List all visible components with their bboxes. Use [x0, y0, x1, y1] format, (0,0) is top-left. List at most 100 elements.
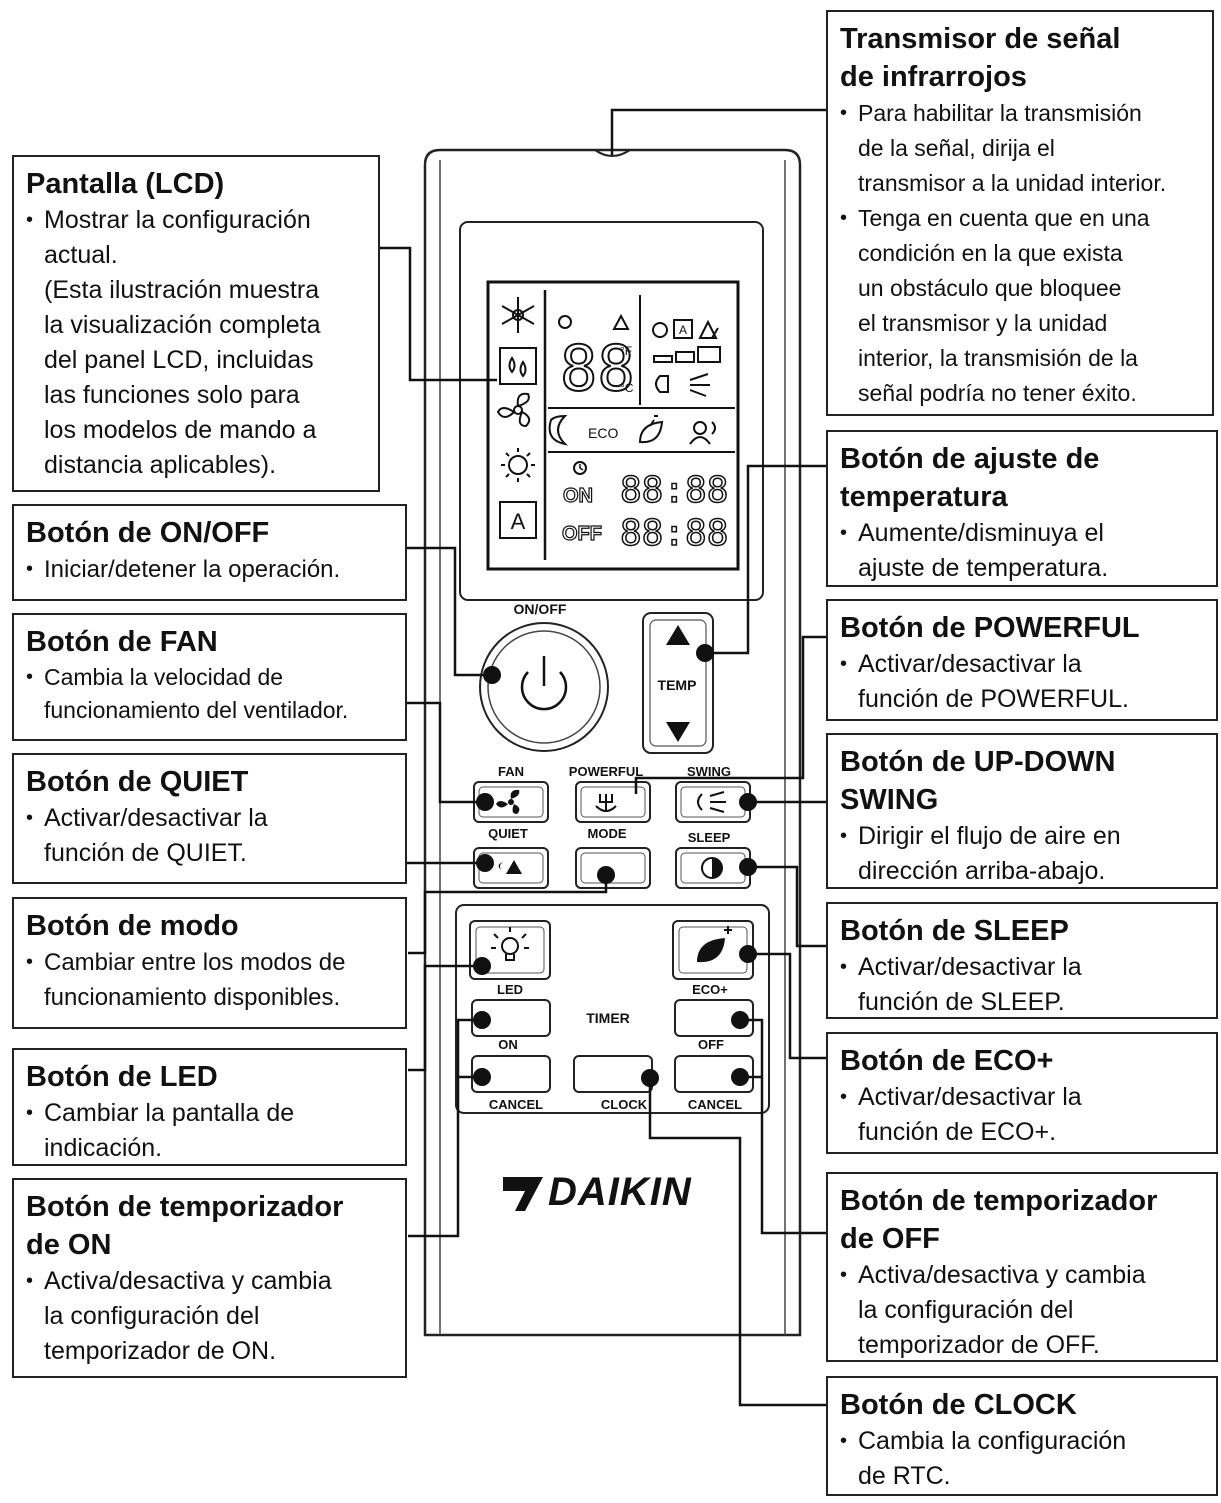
callout-swing: Botón de UP-DOWN SWING Dirigir el flujo …	[826, 733, 1218, 889]
callout-mode-title: Botón de modo	[26, 910, 239, 942]
callout-sleep-title: Botón de SLEEP	[840, 915, 1069, 947]
callout-lcd-title: Pantalla (LCD)	[26, 168, 225, 200]
callout-onoff-title: Botón de ON/OFF	[26, 517, 270, 549]
dot-temp	[696, 644, 714, 662]
callout-sleep: Botón de SLEEP Activar/desactivar la fun…	[826, 902, 1218, 1019]
fan-button[interactable]	[473, 781, 549, 823]
callout-quiet-item: Activar/desactivar la función de QUIET.	[26, 801, 393, 871]
quiet-label: QUIET	[488, 826, 528, 841]
callout-timer-on-title: Botón de temporizador de ON	[26, 1191, 344, 1261]
onoff-label: ON/OFF	[514, 601, 567, 617]
powerful-icon	[595, 794, 617, 812]
fan-mode-icon	[496, 392, 531, 428]
callout-eco-title: Botón de ECO+	[840, 1045, 1054, 1077]
dot-led	[473, 957, 491, 975]
dot-eco	[739, 945, 757, 963]
timer-label: TIMER	[586, 1010, 630, 1026]
power-icon	[520, 656, 568, 711]
callout-eco: Botón de ECO+ Activar/desactivar la func…	[826, 1032, 1218, 1154]
lcd-off-time: 88:88	[620, 513, 728, 554]
mode-label: MODE	[588, 826, 627, 841]
dot-mode	[597, 866, 615, 884]
callout-temp: Botón de ajuste de temperatura Aumente/d…	[826, 430, 1218, 587]
dot-timer-on	[473, 1011, 491, 1029]
callout-lcd-note: (Esta ilustración muestra la visualizaci…	[44, 276, 321, 479]
callout-lcd: Pantalla (LCD) Mostrar la configuración …	[12, 155, 380, 492]
callout-ir-item-1: Para habilitar la transmisión de la seña…	[840, 96, 1200, 201]
temp-down-icon	[666, 722, 690, 742]
callout-powerful-title: Botón de POWERFUL	[840, 612, 1140, 644]
ir-emitter	[594, 149, 631, 157]
callout-eco-item: Activar/desactivar la función de ECO+.	[840, 1080, 1204, 1150]
swing-icon	[697, 791, 726, 813]
dry-mode-icon	[499, 347, 537, 385]
sleep-moon-icon	[548, 414, 569, 446]
callout-timer-off-title: Botón de temporizador de OFF	[840, 1185, 1158, 1255]
dot-sleep	[739, 858, 757, 876]
triangle-icon	[612, 313, 630, 330]
callout-swing-item: Dirigir el flujo de aire en dirección ar…	[840, 819, 1204, 889]
callout-led-item: Cambiar la pantalla de indicación.	[26, 1096, 393, 1166]
timer-off-button[interactable]	[674, 999, 754, 1037]
callout-quiet-title: Botón de QUIET	[26, 766, 249, 798]
battery-icon	[558, 315, 572, 329]
callout-temp-title: Botón de ajuste de temperatura	[840, 443, 1100, 513]
powerful-label: POWERFUL	[569, 764, 643, 779]
bulb-icon	[491, 927, 529, 961]
callout-led-title: Botón de LED	[26, 1061, 218, 1093]
heat-mode-icon	[501, 448, 535, 482]
svg-text:A: A	[679, 323, 687, 337]
fan-icon	[496, 789, 520, 814]
timer-on-button[interactable]	[471, 999, 551, 1037]
clock-icon	[573, 461, 587, 475]
daikin-logo-mark	[503, 1177, 543, 1211]
svg-text:ECO: ECO	[588, 425, 618, 441]
powerful-button[interactable]	[575, 781, 651, 823]
callout-led: Botón de LED Cambiar la pantalla de indi…	[12, 1048, 407, 1166]
dot-onoff	[483, 666, 501, 684]
cancel-left-label: CANCEL	[489, 1097, 543, 1112]
callout-lcd-item: Mostrar la configuración actual.	[26, 203, 366, 273]
quiet-icon	[498, 860, 522, 874]
lcd-on-time: 88:88	[620, 470, 728, 511]
temp-up-icon	[666, 625, 690, 645]
dot-cancel-right	[731, 1068, 749, 1086]
callout-onoff: Botón de ON/OFF Iniciar/detener la opera…	[12, 504, 407, 601]
mode-button[interactable]	[575, 847, 651, 889]
callout-clock-item: Cambia la configuración de RTC.	[840, 1424, 1204, 1494]
lcd-on-text: ON	[563, 485, 593, 507]
led-label: LED	[497, 982, 523, 997]
callout-timer-off-item: Activa/desactiva y cambia la configuraci…	[840, 1258, 1204, 1363]
snowflake-icon	[501, 297, 535, 333]
fan-speed-auto-icon: A	[652, 319, 719, 339]
svg-text:A: A	[511, 509, 526, 534]
dot-timer-off	[731, 1011, 749, 1029]
onoff-button[interactable]	[479, 622, 609, 752]
callout-ir: Transmisor de señal de infrarrojos Para …	[826, 10, 1214, 416]
dot-quiet	[476, 854, 494, 872]
dot-swing	[739, 793, 757, 811]
temp-label: TEMP	[658, 677, 697, 693]
callout-timer-off: Botón de temporizador de OFF Activa/desa…	[826, 1172, 1218, 1362]
callout-fan: Botón de FAN Cambia la velocidad de func…	[12, 613, 407, 741]
callout-timer-on-item: Activa/desactiva y cambia la configuraci…	[26, 1264, 393, 1369]
lcd-unit-c: °C	[620, 381, 634, 395]
timer-off-label: OFF	[698, 1037, 724, 1052]
timer-on-label: ON	[498, 1037, 518, 1052]
fan-speed-bars-icon	[653, 346, 721, 363]
callout-fan-item: Cambia la velocidad de funcionamiento de…	[26, 661, 393, 727]
callout-mode-item: Cambiar entre los modos de funcionamient…	[26, 945, 393, 1015]
callout-quiet: Botón de QUIET Activar/desactivar la fun…	[12, 753, 407, 884]
sleep-icon	[701, 857, 723, 879]
callout-timer-on: Botón de temporizador de ON Activa/desac…	[12, 1178, 407, 1378]
callout-swing-title: Botón de UP-DOWN SWING	[840, 746, 1116, 816]
callout-fan-title: Botón de FAN	[26, 626, 218, 658]
dot-cancel-left	[473, 1068, 491, 1086]
temp-button[interactable]	[642, 612, 714, 754]
cancel-left-button[interactable]	[471, 1055, 551, 1093]
callout-clock-title: Botón de CLOCK	[840, 1389, 1077, 1421]
eco-leaf-icon	[697, 926, 732, 963]
